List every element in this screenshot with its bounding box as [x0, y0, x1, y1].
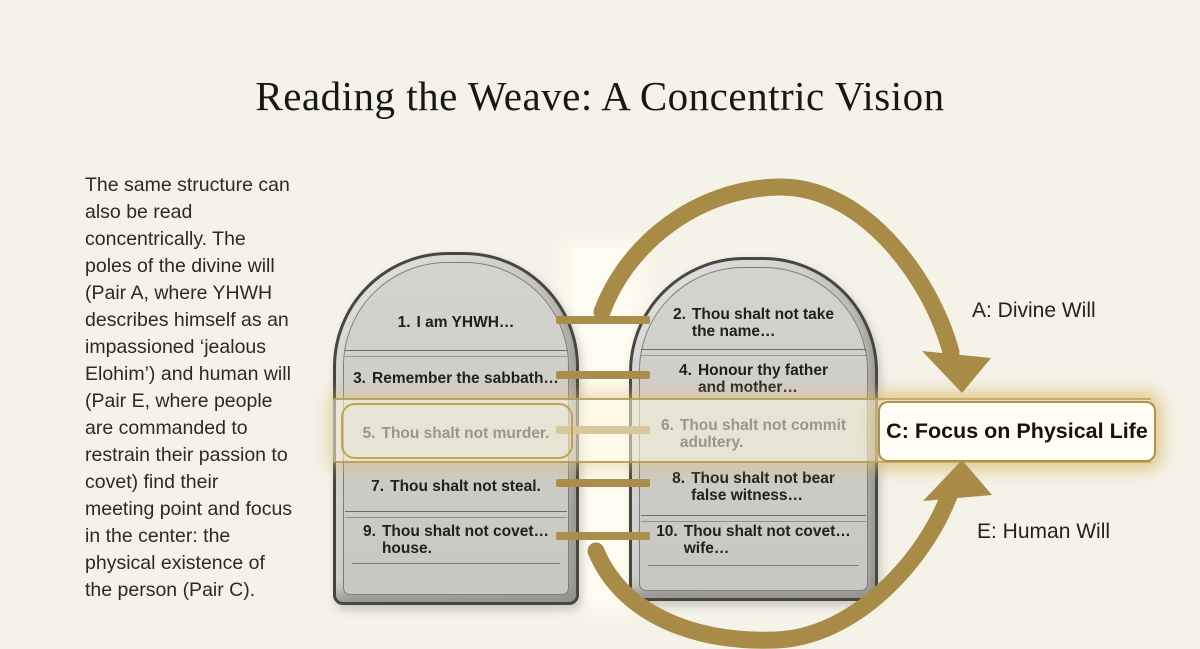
intro-line: describes himself as an [85, 309, 289, 331]
intro-line: covet) find their [85, 471, 219, 493]
commandment-number: 10. [656, 522, 678, 540]
tablet-divider [345, 511, 567, 518]
intro-line: physical existence of [85, 552, 265, 574]
tablet-divider [345, 350, 567, 357]
intro-line: (Pair E, where people [85, 390, 273, 412]
pair-connector-bar [556, 479, 650, 487]
commandment-text: Thou shalt not covet… [683, 522, 851, 540]
commandment-row-1: 1. I am YHWH… [346, 299, 566, 347]
tablet-footer-line [352, 563, 560, 564]
commandment-number: 7. [371, 478, 385, 496]
intro-line: concentrically. The [85, 228, 246, 250]
commandment-text: Thou shalt not steal. [390, 478, 541, 496]
commandment-5-highlight-outline [341, 403, 573, 459]
intro-line: Elohim’) and human will [85, 363, 291, 385]
commandment-row-7: 7. Thou shalt not steal. [346, 463, 566, 511]
commandment-number: 8. [672, 469, 686, 487]
commandment-text: Honour thy father [697, 361, 828, 379]
commandment-text: Thou shalt not take [691, 305, 835, 323]
tablet-footer-line [648, 565, 859, 566]
commandment-text: Thou shalt not bear [691, 469, 835, 487]
intro-paragraph: The same structure can also be read conc… [85, 172, 335, 604]
commandment-text: wife… [683, 540, 730, 557]
focus-physical-life-box: C: Focus on Physical Life [878, 401, 1156, 462]
intro-line: are commanded to [85, 417, 248, 439]
commandment-text: I am YHWH… [416, 314, 515, 332]
pair-connector-bar [556, 371, 650, 379]
focus-physical-life-label: C: Focus on Physical Life [886, 419, 1148, 443]
intro-line: in the center: the [85, 525, 231, 547]
commandment-text: Remember the sabbath… [372, 370, 559, 388]
pair-connector-bar [556, 532, 650, 540]
commandment-text: false witness… [691, 487, 804, 504]
commandment-number: 9. [363, 522, 376, 540]
intro-line: meeting point and focus [85, 498, 293, 520]
commandment-number: 4. [679, 361, 692, 379]
commandment-text: the name… [691, 323, 776, 340]
human-will-label: E: Human Will [977, 520, 1111, 543]
commandment-row-9: 9. Thou shalt not covet…house. [346, 516, 566, 564]
intro-line: poles of the divine will [85, 255, 275, 277]
commandment-number: 3. [353, 370, 366, 388]
intro-line: impassioned ‘jealous [85, 336, 267, 358]
intro-line: the person (Pair C). [85, 579, 256, 601]
commandment-row-10: 10. Thou shalt not covet…wife… [642, 516, 865, 564]
page-title: Reading the Weave: A Concentric Vision [255, 73, 945, 119]
pair-connector-bar [556, 316, 650, 324]
intro-line: restrain their passion to [85, 444, 288, 466]
commandment-text: house. [381, 540, 432, 557]
intro-line: also be read [85, 201, 193, 223]
commandment-number: 2. [672, 305, 686, 323]
intro-line: (Pair A, where YHWH [85, 282, 273, 304]
intro-line: The same structure can [85, 174, 290, 196]
commandment-row-3: 3. Remember the sabbath… [346, 355, 566, 403]
divine-will-label: A: Divine Will [972, 299, 1096, 322]
commandment-number: 1. [397, 314, 411, 332]
commandment-text: and mother… [697, 379, 798, 396]
commandment-text: Thou shalt not covet… [381, 522, 549, 540]
